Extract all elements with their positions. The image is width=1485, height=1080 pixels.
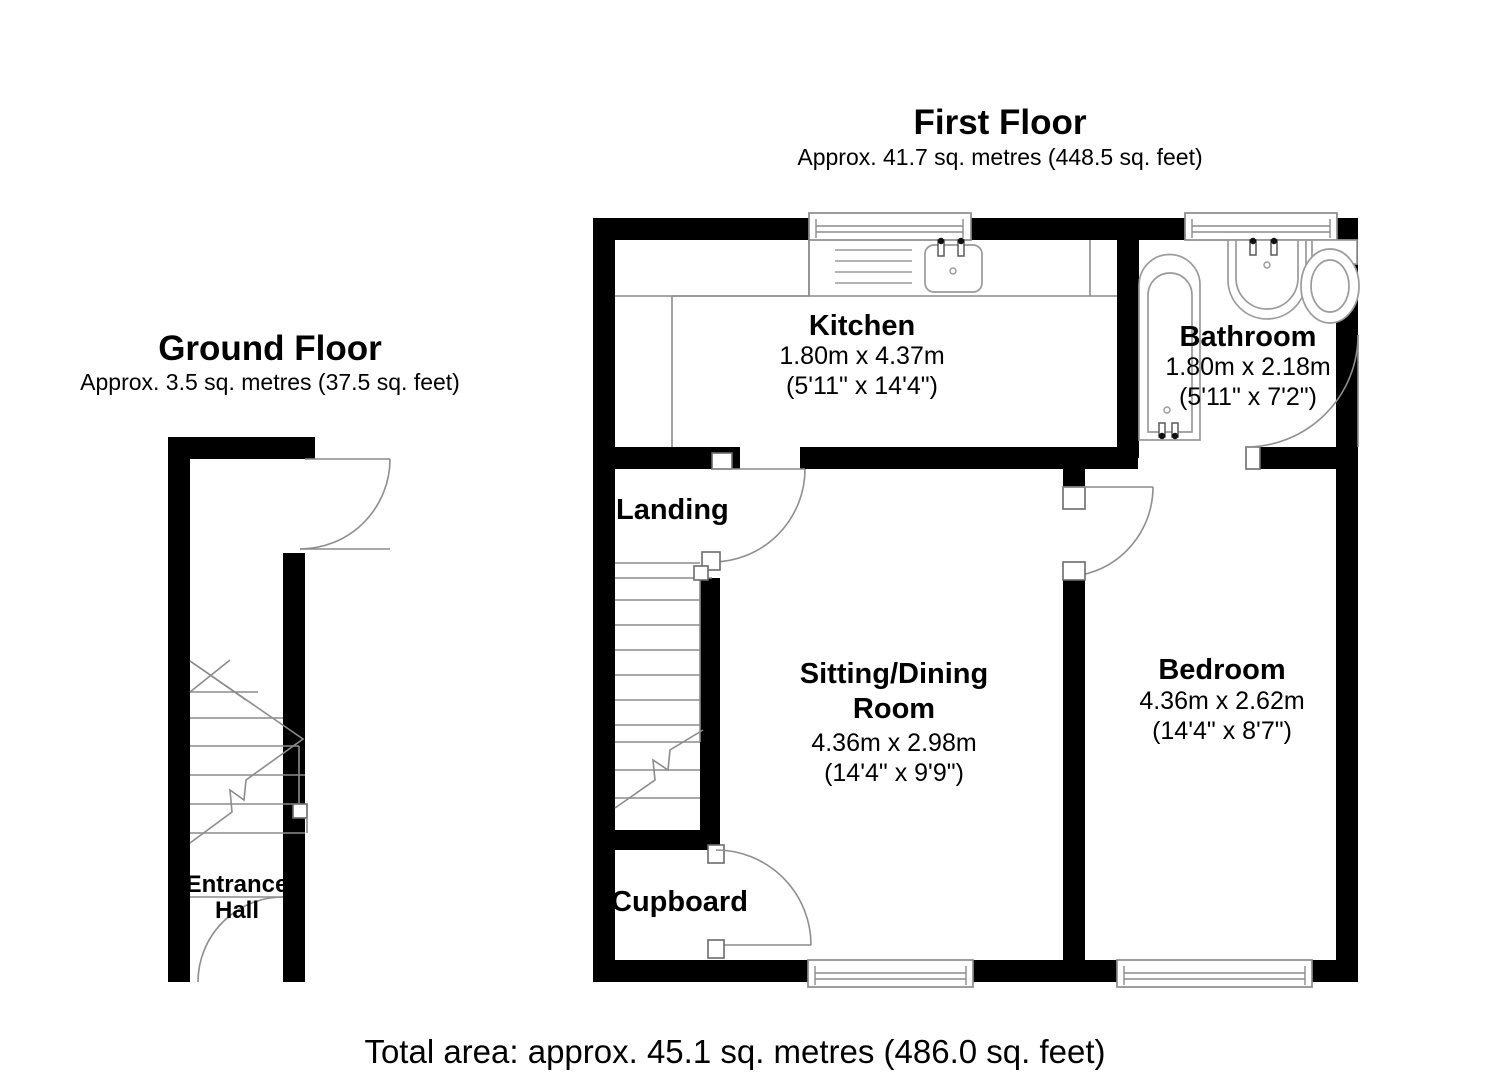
kitchen-sink-icon	[924, 237, 983, 293]
washbasin-icon	[1227, 237, 1307, 320]
landing-door-jamb-top	[711, 452, 733, 470]
first-wall-right-lower	[1336, 458, 1358, 982]
bedroom-door	[1062, 486, 1154, 581]
ground-stair-newel	[292, 803, 308, 819]
cupboard-door-swing	[715, 849, 812, 946]
room-label-bedroom: Bedroom 4.36m x 2.62m (14'4" x 8'7")	[1139, 654, 1304, 745]
ground-wall-top	[168, 437, 315, 459]
first-wall-bath-bottom-right	[1258, 447, 1358, 469]
first-wall-kitchen-bath	[1117, 218, 1139, 458]
room-label-cupboard: Cupboard	[611, 886, 748, 918]
kitchen-drainer-icon	[835, 249, 912, 284]
first-wall-bottom-right	[1310, 960, 1358, 982]
bathroom-window	[1184, 212, 1338, 241]
ground-floor-area: Approx. 3.5 sq. metres (37.5 sq. feet)	[80, 369, 460, 395]
first-wall-landing-top	[615, 447, 740, 469]
bathroom-dim-metric: 1.80m x 2.18m	[1165, 353, 1330, 381]
room-label-kitchen: Kitchen 1.80m x 4.37m (5'11" x 14'4")	[779, 310, 944, 400]
sitting-dim-metric: 4.36m x 2.98m	[811, 729, 976, 757]
ground-stair-break-line-2	[189, 660, 247, 701]
bathroom-dim-imperial: (5'11" x 7'2")	[1179, 383, 1317, 411]
room-label-landing: Landing	[616, 494, 729, 526]
first-wall-sitting-bedroom	[1063, 578, 1085, 982]
room-label-entrance-hall-line2: Hall	[215, 897, 259, 924]
bedroom-dim-metric: 4.36m x 2.62m	[1139, 687, 1304, 715]
ground-staircase	[189, 659, 308, 844]
first-wall-bottom-mid	[972, 960, 1117, 982]
basin-tap-head	[1249, 237, 1257, 245]
sitting-room-window	[807, 959, 974, 988]
first-floor-area: Approx. 41.7 sq. metres (448.5 sq. feet)	[797, 144, 1202, 170]
bathroom-name: Bathroom	[1180, 321, 1317, 353]
room-label-sitting-dining-room: Sitting/Dining Room 4.36m x 2.98m (14'4"…	[800, 658, 988, 787]
bathtub-icon	[1138, 253, 1201, 441]
sink-tap-head	[957, 237, 965, 245]
bedroom-name: Bedroom	[1158, 654, 1285, 686]
kitchen-dim-metric: 1.80m x 4.37m	[779, 342, 944, 370]
first-floor-title: First Floor	[913, 103, 1086, 142]
sitting-dim-imperial: (14'4" x 9'9")	[824, 759, 964, 787]
bathtub-plughole	[1163, 406, 1171, 414]
bathroom-door	[1245, 334, 1359, 470]
ground-floor-plan: Entrance Hall	[168, 437, 391, 983]
first-wall-top-mid	[970, 218, 1185, 240]
sink-plughole	[949, 267, 957, 275]
first-floor-staircase	[614, 562, 712, 809]
kitchen-name: Kitchen	[809, 310, 915, 342]
first-wall-top-left	[593, 218, 809, 240]
bathtub-inner	[1147, 272, 1193, 433]
basin-tap-head	[1270, 237, 1278, 245]
ground-floor-heading: Ground Floor Approx. 3.5 sq. metres (37.…	[80, 329, 460, 395]
ground-entrance-door	[190, 896, 284, 983]
first-wall-sitting-bedroom-top	[1063, 458, 1085, 491]
toilet-icon	[1300, 239, 1360, 324]
ground-wall-left	[168, 437, 190, 982]
sitting-name-line1: Sitting/Dining	[800, 658, 988, 690]
first-wall-kitchen-bottom	[800, 447, 970, 469]
first-floor-plan: Kitchen 1.80m x 4.37m (5'11" x 14'4") Ba…	[593, 212, 1360, 988]
bedroom-window	[1116, 959, 1313, 988]
ground-stair-nose	[189, 659, 231, 693]
bedroom-dim-imperial: (14'4" x 8'7")	[1152, 717, 1292, 745]
first-wall-bottom-left	[593, 960, 808, 982]
toilet-pan-inner	[1310, 259, 1350, 313]
sink-tap-head	[937, 237, 945, 245]
basin-plughole	[1263, 261, 1271, 269]
kitchen-window	[808, 212, 972, 241]
first-floor-heading: First Floor Approx. 41.7 sq. metres (448…	[797, 103, 1202, 170]
landing-door-swing	[711, 468, 806, 563]
bathroom-door-swing	[1245, 334, 1359, 448]
basin-inner	[1235, 239, 1299, 310]
ground-entrance-door-swing	[197, 896, 284, 983]
ground-stair-break-line	[189, 660, 305, 844]
cupboard-door-jamb-bottom	[707, 939, 725, 959]
cupboard-door-jamb-top	[707, 844, 725, 864]
ground-floor-title: Ground Floor	[158, 329, 382, 368]
first-stair-break-line	[614, 729, 704, 809]
first-wall-cupboard-top	[615, 830, 720, 850]
first-wall-left	[593, 218, 615, 982]
cupboard-door	[707, 844, 812, 959]
first-stair-newel	[693, 565, 709, 581]
first-wall-stair-right	[700, 578, 720, 848]
ground-wall-right	[283, 553, 305, 982]
first-wall-bath-bottom	[958, 447, 1138, 469]
room-label-bathroom: Bathroom 1.80m x 2.18m (5'11" x 7'2")	[1165, 321, 1330, 411]
ground-top-door-swing	[299, 458, 391, 550]
sitting-name-line2: Room	[853, 693, 935, 725]
bedroom-door-jamb-top	[1062, 486, 1086, 510]
bathroom-door-jamb	[1245, 446, 1261, 470]
total-area-label: Total area: approx. 45.1 sq. metres (486…	[364, 1033, 1105, 1070]
bedroom-door-jamb-bottom	[1062, 561, 1086, 581]
room-label-entrance-hall-line1: Entrance	[186, 871, 289, 898]
kitchen-dim-imperial: (5'11" x 14'4")	[786, 372, 938, 400]
bathtub-tap-head	[1171, 432, 1179, 440]
bathtub-tap-head	[1158, 432, 1166, 440]
